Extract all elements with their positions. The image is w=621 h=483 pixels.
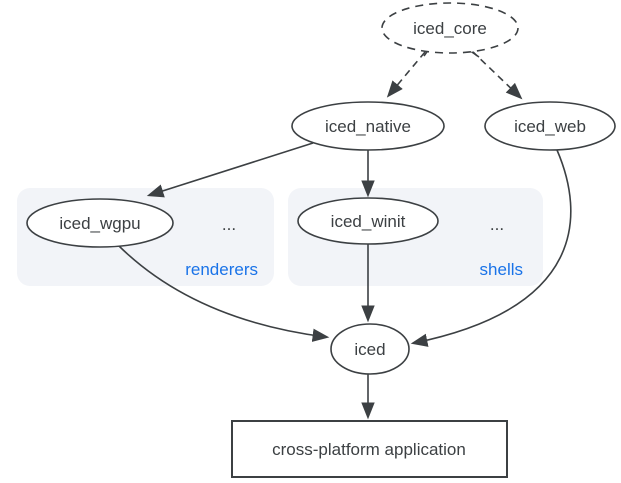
node-iced_core [381, 2, 519, 54]
edge-iced_native-iced_wgpu [146, 142, 314, 198]
node-iced_wgpu [26, 198, 174, 248]
node-iced_web-label: iced_web [514, 117, 586, 136]
node-iced_core-label: iced_core [413, 19, 487, 38]
node-iced_native-label: iced_native [325, 117, 411, 136]
renderers-ellipsis: ... [222, 215, 236, 234]
node-iced-label: iced [354, 340, 385, 359]
edge-iced_core-iced_web [471, 50, 523, 100]
node-iced_web [484, 101, 616, 151]
edge-iced_wgpu-iced [118, 245, 330, 342]
node-application-box [231, 420, 508, 478]
node-iced_native [291, 101, 445, 151]
shells-group-label: shells [480, 260, 523, 279]
node-iced_winit-label: iced_winit [331, 212, 406, 231]
node-iced_winit [297, 197, 439, 245]
node-iced_wgpu-label: iced_wgpu [59, 214, 140, 233]
edge-iced_core-iced_native [386, 51, 426, 98]
renderers-group-label: renderers [185, 260, 258, 279]
edge-iced_web-iced [410, 149, 572, 347]
shells-ellipsis: ... [490, 215, 504, 234]
node-iced [330, 323, 410, 375]
node-application-label: cross-platform application [272, 440, 466, 459]
